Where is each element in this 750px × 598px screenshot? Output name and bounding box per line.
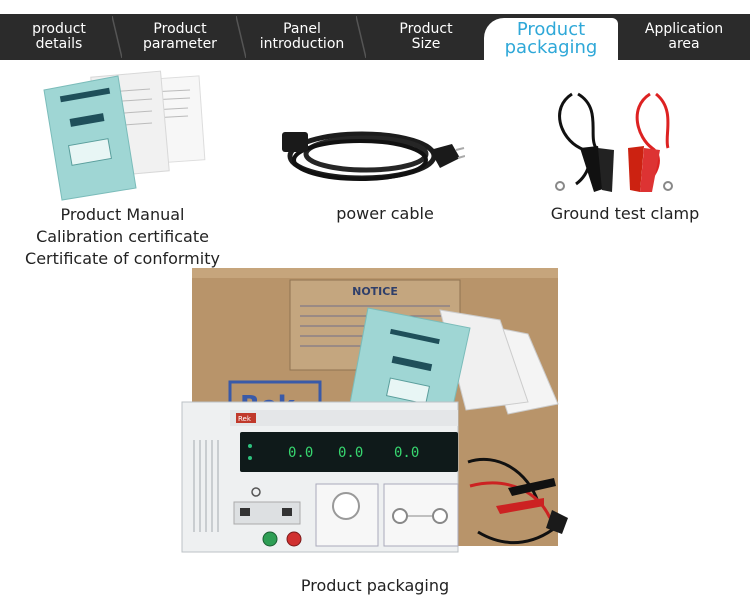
caption-product-manual: Product Manual [60,205,185,224]
clamp-caption: Ground test clamp [550,204,700,223]
tab-label-line2: parameter [143,36,217,52]
tab-label-line2: Size [411,36,441,52]
packaging-image: NOTICE Rek Rek 0.0 0.0 0.0 [181,268,568,553]
tab-panel-introduction[interactable]: Panel introduction [242,14,366,60]
cable-caption: power cable [336,204,434,223]
tab-product-parameter[interactable]: Product parameter [118,14,246,60]
tab-separator-icon [112,15,122,59]
tab-label-line1: Application [644,21,724,37]
manual-documents-image [43,70,206,201]
tab-bar-background [0,14,750,60]
ground-clamp-image [555,92,673,192]
tab-product-packaging[interactable]: Product packaging [484,18,618,60]
current-display: 0.0 [394,445,419,461]
tab-bar: product details Product parameter Panel … [0,0,750,60]
tab-product-details[interactable]: product details [0,14,122,60]
tab-label-line2: introduction [259,36,345,52]
box-notice-label: NOTICE [352,285,398,298]
packaging-caption: Product packaging [300,576,450,595]
caption-certificate-of-conformity: Certificate of conformity [25,249,220,268]
resistance-display: 0.0 [338,445,363,461]
power-cable-image [282,131,465,181]
device-brand-label: Rek [238,415,252,423]
tab-label-line1: product [32,21,86,37]
tab-product-size[interactable]: Product Size [366,14,486,60]
tab-label-line2: details [35,36,83,52]
tab-label-line1: Product [153,21,207,37]
manual-caption: Product Manual Calibration certificate C… [0,204,245,270]
tab-label-line2: area [668,36,700,52]
tab-separator-icon [356,15,366,59]
tab-label-line1: Product [399,21,453,37]
tab-label-line1: Panel [283,21,321,37]
tab-application-area[interactable]: Application area [618,14,750,60]
timer-display: 0.0 [288,445,313,461]
tab-label-line2: packaging [504,37,598,58]
caption-calibration-certificate: Calibration certificate [36,227,209,246]
tab-label-line1: Product [516,19,586,40]
tab-separator-icon [236,15,246,59]
